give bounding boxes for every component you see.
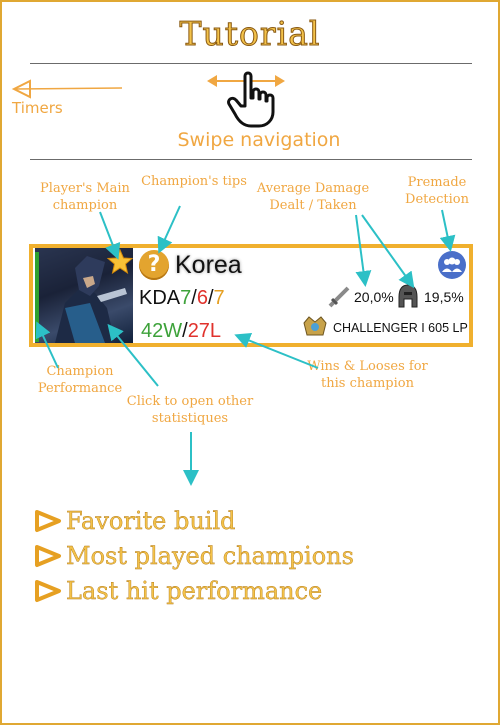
feature-label: Favorite build: [66, 506, 236, 535]
win-loss-stats: 42W/27L: [141, 320, 221, 343]
triangle-bullet-icon: [35, 509, 61, 532]
wl-separator: /: [182, 320, 188, 342]
assists-value: 7: [213, 287, 225, 309]
question-icon[interactable]: ?: [139, 250, 169, 280]
divider: [30, 63, 472, 64]
damage-taken-value: 19,5%: [424, 289, 464, 305]
losses-value: 27L: [187, 320, 222, 342]
feature-label: Most played champions: [66, 541, 354, 570]
rank-label: CHALLENGER I 605 LP: [333, 321, 468, 335]
timers-label: Timers: [12, 99, 63, 117]
challenger-emblem-icon: [303, 316, 327, 336]
damage-dealt-value: 20,0%: [354, 289, 394, 305]
hand-swipe-icon: [207, 71, 285, 128]
triangle-bullet-icon: [35, 579, 61, 602]
annotation-champion-tips: Champion's tips: [141, 174, 247, 189]
list-item: Most played champions: [34, 538, 354, 573]
timers-arrow-icon: [11, 79, 123, 99]
page-title: Tutorial: [179, 14, 321, 54]
region-label: Korea: [175, 251, 242, 279]
champion-performance-bar: [35, 252, 39, 342]
feature-label: Last hit performance: [66, 576, 323, 605]
list-item: Favorite build: [34, 503, 354, 538]
feature-list: Favorite build Most played champions Las…: [34, 503, 354, 608]
list-item: Last hit performance: [34, 573, 354, 608]
annotation-premade: Premade Detection: [405, 175, 469, 207]
deaths-value: 6: [196, 287, 208, 309]
kda-stats: KDA7/6/7: [139, 287, 225, 310]
triangle-bullet-icon: [35, 544, 61, 567]
group-icon[interactable]: [437, 250, 467, 280]
kda-separator: /: [191, 287, 197, 309]
kills-value: 7: [180, 287, 192, 309]
annotation-champion-performance: Champion Performance: [37, 364, 123, 396]
kda-label: KDA: [139, 287, 181, 309]
wins-value: 42W: [141, 320, 183, 342]
divider: [30, 159, 472, 160]
sword-icon: [328, 286, 350, 308]
annotation-main-champion: Player's Main champion: [40, 181, 130, 213]
kda-separator: /: [207, 287, 214, 309]
swipe-navigation-label: Swipe navigation: [177, 129, 341, 151]
annotation-click-stats: Click to open other statistiques: [126, 394, 254, 426]
annotation-average-damage: Average Damage Dealt / Taken: [256, 181, 370, 213]
annotation-wins-looses: Wins & Looses for this champion: [307, 359, 428, 391]
